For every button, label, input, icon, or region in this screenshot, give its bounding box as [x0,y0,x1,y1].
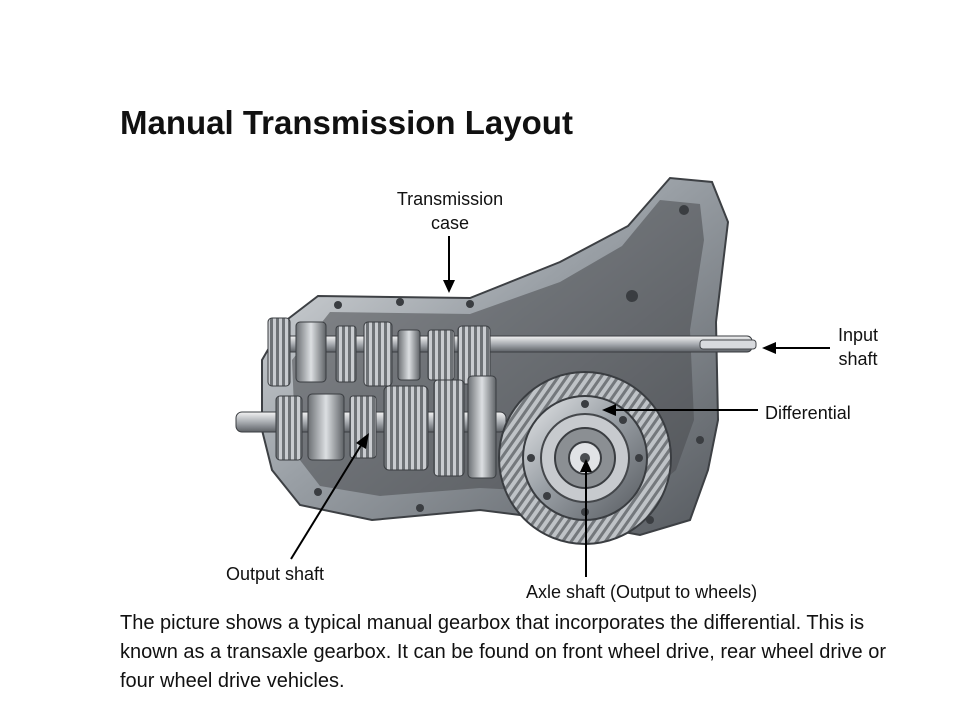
input-shaft-label: Input shaft [837,325,879,369]
page-title: Manual Transmission Layout [120,104,573,141]
leader-lines [290,236,830,577]
axle-shaft-label: Axle shaft (Output to wheels) [526,582,758,602]
description-caption: The picture shows a typical manual gearb… [120,612,886,692]
output-shaft-label: Output shaft [226,564,325,584]
differential-label: Differential [765,403,851,423]
transmission-case-label: Transmission case [396,189,504,233]
